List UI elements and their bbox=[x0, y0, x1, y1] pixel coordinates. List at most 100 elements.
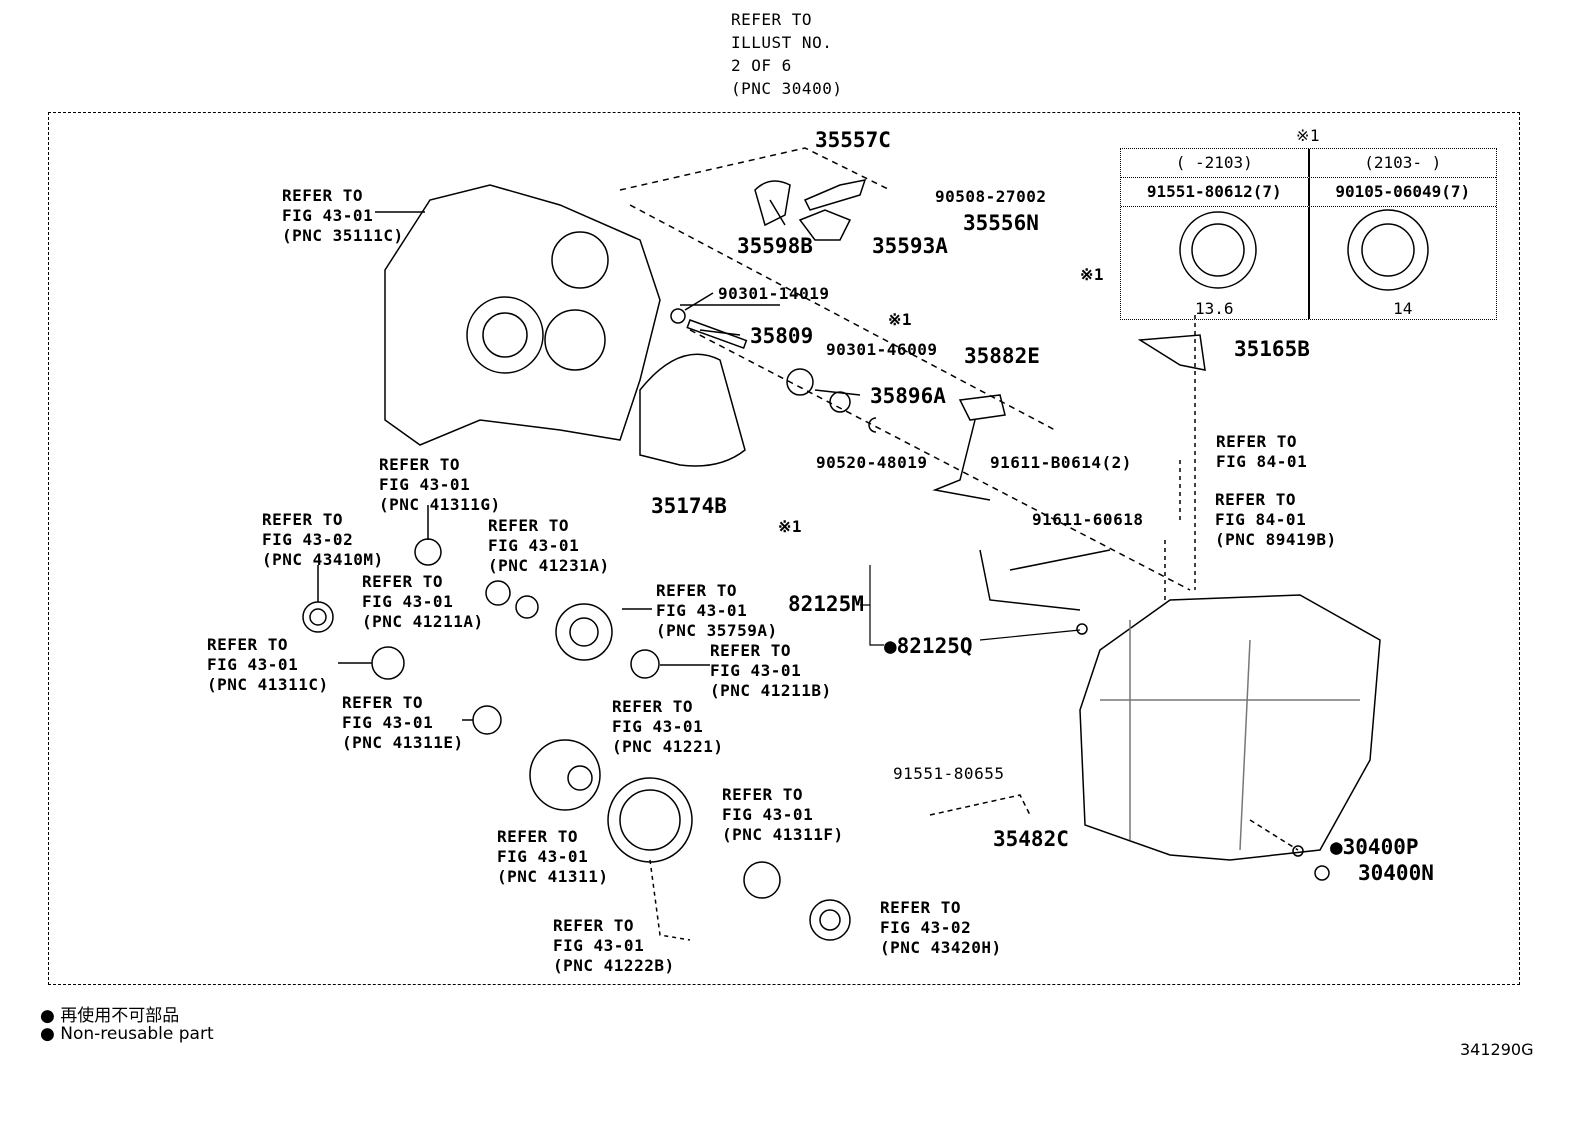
ref-line: REFER TO bbox=[731, 10, 813, 29]
diagram-frame bbox=[48, 112, 1520, 985]
note-mark: ※1 bbox=[888, 310, 913, 329]
part-30400n[interactable]: 30400N bbox=[1358, 861, 1434, 885]
ref-line: REFER TO bbox=[710, 641, 792, 660]
ref-line: FIG 43-01 bbox=[362, 592, 454, 611]
ref-line: FIG 43-02 bbox=[880, 918, 972, 937]
ref-line: (PNC 35111C) bbox=[282, 226, 404, 245]
ref-line: (PNC 30400) bbox=[731, 79, 843, 98]
ref-line: REFER TO bbox=[379, 455, 461, 474]
ref-line: (PNC 41221) bbox=[612, 737, 724, 756]
ref-line: (PNC 89419B) bbox=[1215, 530, 1337, 549]
harness-82125m bbox=[979, 549, 1111, 611]
ref-line: FIG 43-01 bbox=[342, 713, 434, 732]
ref-line: REFER TO bbox=[488, 516, 570, 535]
ref-line: REFER TO bbox=[342, 693, 424, 712]
col1-bolt-head: 13.6 bbox=[1121, 207, 1308, 319]
col1-size: 13.6 bbox=[1194, 299, 1234, 318]
ref-line: FIG 43-01 bbox=[488, 536, 580, 555]
ref-line: (PNC 41311) bbox=[497, 867, 609, 886]
part-35165b[interactable]: 35165B bbox=[1234, 337, 1310, 361]
ref-line: (PNC 41222B) bbox=[553, 956, 675, 975]
ref-line: FIG 43-02 bbox=[262, 530, 354, 549]
col2-bolt-head: 14 bbox=[1307, 207, 1497, 319]
ref-line: FIG 43-01 bbox=[207, 655, 299, 674]
part-35598b[interactable]: 35598B bbox=[737, 234, 813, 258]
transaxle-housing-left bbox=[384, 184, 661, 446]
ref-line: REFER TO bbox=[207, 635, 289, 654]
note-mark: ※1 bbox=[1080, 265, 1105, 284]
legend-en: ● Non-reusable part bbox=[40, 1024, 214, 1044]
part-90508-27002[interactable]: 90508-27002 bbox=[935, 187, 1047, 206]
ref-line: (PNC 43410M) bbox=[262, 550, 384, 569]
ref-line: (PNC 41231A) bbox=[488, 556, 610, 575]
part-90520-48019[interactable]: 90520-48019 bbox=[816, 453, 928, 472]
ref-line: (PNC 41211A) bbox=[362, 612, 484, 631]
part-91551-80655[interactable]: 91551-80655 bbox=[893, 764, 1005, 783]
harness-35882e bbox=[932, 394, 1006, 501]
col2-size: 14 bbox=[1393, 299, 1413, 318]
part-35882e[interactable]: 35882E bbox=[964, 344, 1040, 368]
ref-line: FIG 43-01 bbox=[497, 847, 589, 866]
col2-range: (2103- ) bbox=[1307, 149, 1497, 177]
bolt-variant-table: ( -2103) (2103- ) 91551-80612(7) 90105-060… bbox=[1120, 148, 1497, 320]
part-35593a[interactable]: 35593A bbox=[872, 234, 948, 258]
part-35896a[interactable]: 35896A bbox=[870, 384, 946, 408]
parts-illustration bbox=[302, 147, 1429, 941]
col1-range: ( -2103) bbox=[1175, 153, 1253, 172]
legend-jp: ● 再使用不可部品 bbox=[40, 1006, 180, 1026]
part-90301-14019[interactable]: 90301-14019 bbox=[718, 284, 830, 303]
col2-part[interactable]: 90105-06049(7) bbox=[1307, 178, 1497, 206]
ref-line: (PNC 41311F) bbox=[722, 825, 844, 844]
ref-line: REFER TO bbox=[880, 898, 962, 917]
ref-line: FIG 43-01 bbox=[656, 601, 748, 620]
part-35174b[interactable]: 35174B bbox=[651, 494, 727, 518]
figure-id: 341290G bbox=[1460, 1040, 1534, 1059]
part-91611-b0614[interactable]: 91611-B0614(2) bbox=[990, 453, 1132, 472]
part-82125m[interactable]: 82125M bbox=[788, 592, 864, 616]
part-35809[interactable]: 35809 bbox=[750, 324, 814, 348]
part-35556n[interactable]: 35556N bbox=[963, 211, 1039, 235]
part-90301-46009[interactable]: 90301-46009 bbox=[826, 340, 938, 359]
refer-illust-note: REFER TO ILLUST NO. 2 OF 6 (PNC 30400) bbox=[731, 8, 842, 100]
part-82125q[interactable]: ●82125Q bbox=[884, 634, 973, 658]
ref-line: FIG 43-01 bbox=[710, 661, 802, 680]
col1-part[interactable]: 91551-80612(7) bbox=[1146, 182, 1282, 201]
ref-line: (PNC 41211B) bbox=[710, 681, 832, 700]
ref-line: REFER TO bbox=[282, 186, 364, 205]
ref-line: (PNC 41311G) bbox=[379, 495, 501, 514]
ref-line: FIG 43-01 bbox=[553, 936, 645, 955]
ref-line: FIG 43-01 bbox=[282, 206, 374, 225]
ref-line: REFER TO bbox=[497, 827, 579, 846]
ref-line: 2 OF 6 bbox=[731, 56, 792, 75]
part-91611-60618[interactable]: 91611-60618 bbox=[1032, 510, 1144, 529]
part-35482c[interactable]: 35482C bbox=[993, 827, 1069, 851]
table-title: ※1 bbox=[1296, 126, 1321, 145]
ref-line: (PNC 35759A) bbox=[656, 621, 778, 640]
ref-line: REFER TO bbox=[1215, 490, 1297, 509]
ref-line: (PNC 43420H) bbox=[880, 938, 1002, 957]
ref-line: REFER TO bbox=[362, 572, 444, 591]
part-30400p[interactable]: ●30400P bbox=[1330, 835, 1419, 859]
part-35557c[interactable]: 35557C bbox=[815, 128, 891, 152]
ref-line: REFER TO bbox=[553, 916, 635, 935]
ref-line: (PNC 41311C) bbox=[207, 675, 329, 694]
ref-line: FIG 84-01 bbox=[1215, 510, 1307, 529]
ref-line: ILLUST NO. bbox=[731, 33, 833, 52]
ref-line: FIG 84-01 bbox=[1216, 452, 1308, 471]
